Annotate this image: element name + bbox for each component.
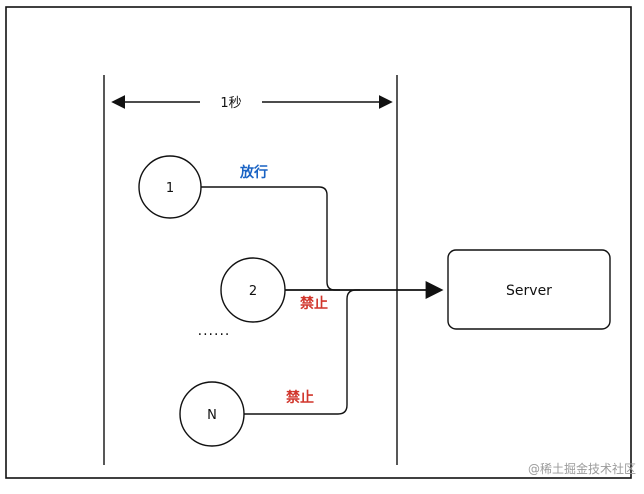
server-box xyxy=(447,249,611,330)
request-node-n-label: N xyxy=(207,408,217,423)
allow-status-label: 放行 xyxy=(239,164,268,181)
outer-frame xyxy=(5,6,632,479)
request-node-1-label: 1 xyxy=(166,181,174,196)
deny-status-label-n: 禁止 xyxy=(286,389,314,406)
footer-credit: @稀土掘金技术社区 xyxy=(528,461,636,476)
deny-status-label-2: 禁止 xyxy=(300,295,328,312)
time-window-label: 1秒 xyxy=(220,96,241,111)
request-node-2-label: 2 xyxy=(249,284,257,299)
request-n-path xyxy=(244,289,360,415)
more-requests-ellipsis: ...... xyxy=(198,323,231,339)
server-label: Server xyxy=(506,283,552,299)
